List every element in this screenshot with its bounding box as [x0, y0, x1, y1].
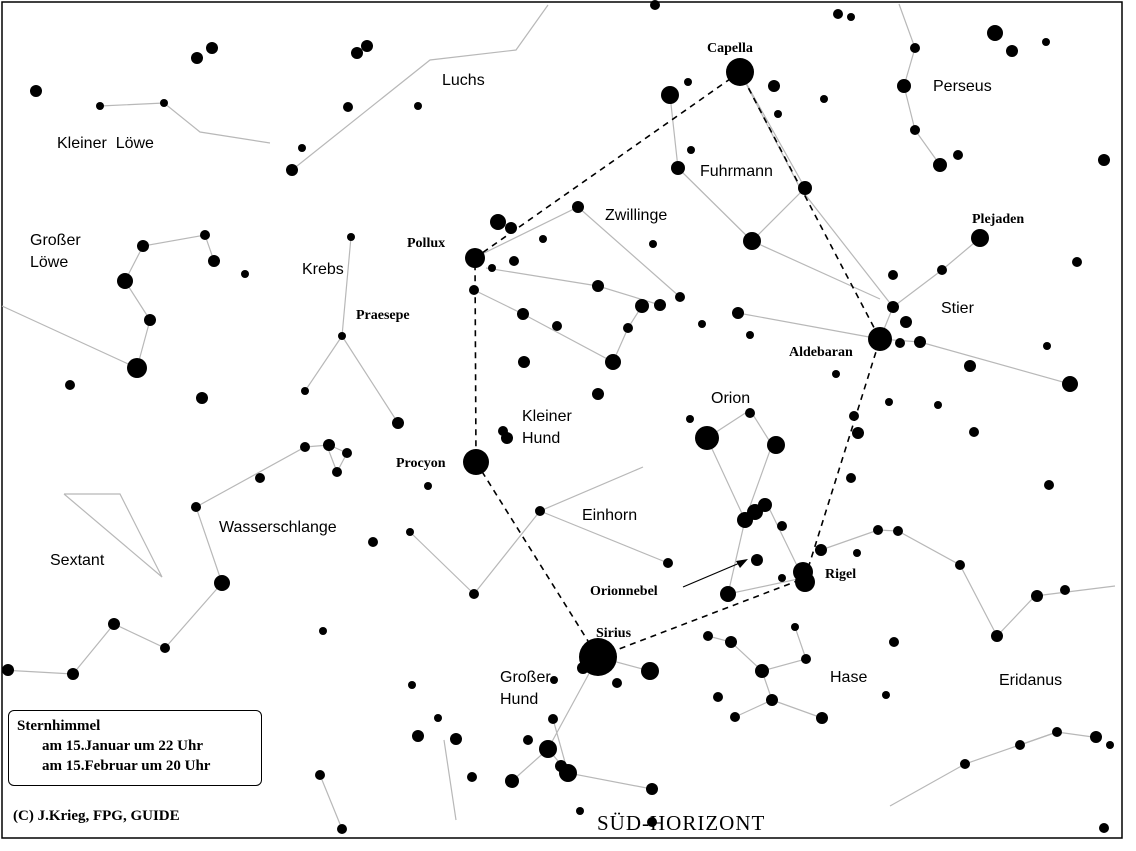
- label-perseus: Perseus: [933, 78, 992, 95]
- horizon-label: SÜD-HORIZONT: [597, 811, 765, 835]
- label-grosser-hund-1: Großer: [500, 669, 551, 686]
- stars: [2, 0, 1114, 834]
- label-wasserschlange: Wasserschlange: [219, 519, 337, 536]
- label-capella: Capella: [707, 41, 753, 56]
- label-fuhrmann: Fuhrmann: [700, 163, 773, 180]
- label-kleiner-hund-2: Hund: [522, 430, 560, 447]
- info-date-2: am 15.Februar um 20 Uhr: [42, 758, 211, 774]
- constellation-labels: Luchs Kleiner Löwe Perseus Fuhrmann Zwil…: [30, 72, 1062, 708]
- info-title: Sternhimmel: [17, 718, 101, 734]
- label-rigel: Rigel: [825, 567, 856, 582]
- label-krebs: Krebs: [302, 261, 344, 278]
- label-praesepe: Praesepe: [356, 308, 410, 323]
- label-eridanus: Eridanus: [999, 672, 1062, 689]
- label-luchs: Luchs: [442, 72, 485, 89]
- label-kleiner-loewe: Kleiner Löwe: [57, 135, 154, 152]
- label-zwillinge: Zwillinge: [605, 207, 667, 224]
- star-labels: Capella Pollux Plejaden Praesepe Aldebar…: [356, 41, 1024, 641]
- orionnebel-arrow: [682, 559, 748, 588]
- label-aldebaran: Aldebaran: [789, 345, 853, 360]
- label-pollux: Pollux: [407, 236, 445, 251]
- label-plejaden: Plejaden: [972, 212, 1024, 227]
- label-procyon: Procyon: [396, 456, 446, 471]
- date-info-box: Sternhimmel am 15.Januar um 22 Uhr am 15…: [8, 710, 262, 786]
- label-orionnebel: Orionnebel: [590, 584, 658, 599]
- label-grosser-loewe-1: Großer: [30, 232, 81, 249]
- label-sirius: Sirius: [596, 626, 632, 641]
- info-date-1: am 15.Januar um 22 Uhr: [42, 738, 203, 754]
- copyright-text: (C) J.Krieg, FPG, GUIDE: [13, 808, 180, 824]
- label-sextant: Sextant: [50, 552, 105, 569]
- label-grosser-hund-2: Hund: [500, 691, 538, 708]
- map-frame: [1, 1, 1123, 839]
- label-orion: Orion: [711, 390, 750, 407]
- label-stier: Stier: [941, 300, 975, 317]
- label-grosser-loewe-2: Löwe: [30, 254, 68, 271]
- label-hase: Hase: [830, 669, 867, 686]
- label-kleiner-hund-1: Kleiner: [522, 408, 572, 425]
- label-einhorn: Einhorn: [582, 507, 637, 524]
